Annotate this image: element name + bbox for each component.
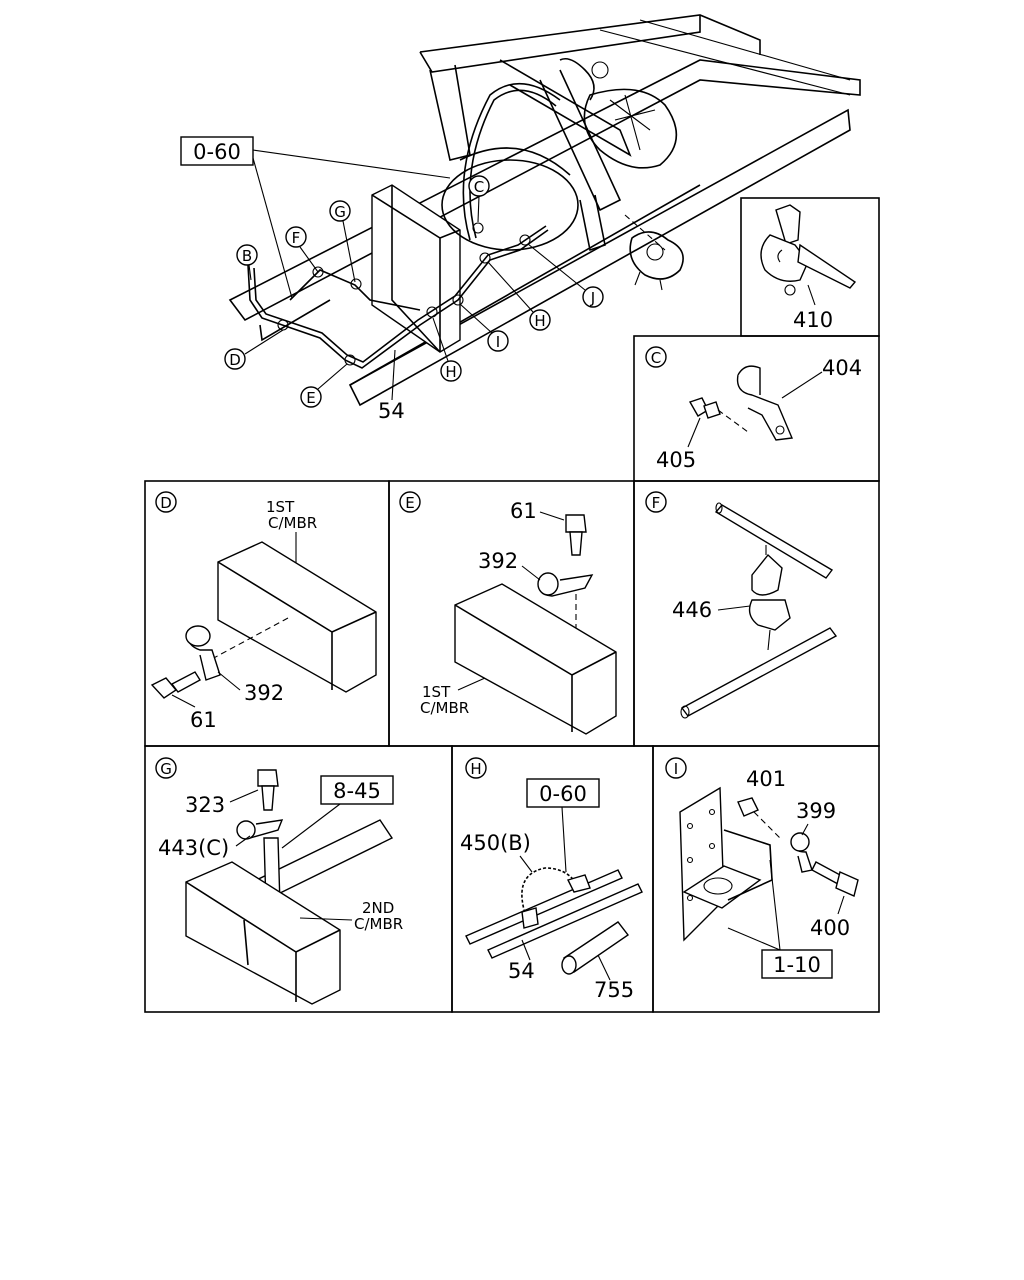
- part-label-61-e: 61: [510, 499, 537, 523]
- callout-i: I: [459, 303, 509, 352]
- ref-box-0-60: [180, 136, 254, 166]
- callout-d: D: [224, 329, 284, 370]
- main-chassis-view: 0-60 B F G C D E: [180, 14, 861, 423]
- member-label-cmbr-g: C/MBR: [354, 915, 403, 933]
- member-label-2nd-g: 2ND: [362, 899, 394, 917]
- part-label-399: 399: [796, 799, 836, 823]
- callout-f: F: [285, 226, 319, 273]
- part-label-392-e: 392: [478, 549, 518, 573]
- part-label-446: 446: [672, 598, 712, 622]
- callout-e: E: [300, 363, 348, 408]
- panel-h: H 0-60 450(B) 54 755: [451, 745, 654, 1013]
- svg-text:D: D: [229, 351, 241, 369]
- svg-text:B: B: [242, 247, 252, 265]
- panel-d-letter: D: [160, 494, 172, 512]
- svg-text:J: J: [590, 289, 595, 307]
- part-label-404: 404: [822, 356, 862, 380]
- part-label-392-d: 392: [244, 681, 284, 705]
- panel-c-letter-circle: [645, 346, 667, 368]
- callout-c: C: [468, 175, 490, 223]
- member-label-1st-e: 1ST: [422, 683, 451, 701]
- callout-h-upper: H: [487, 261, 551, 331]
- callout-g: G: [329, 200, 356, 283]
- panel-h-letter: H: [470, 760, 481, 778]
- part-label-755: 755: [594, 978, 634, 1002]
- svg-text:C: C: [474, 178, 484, 196]
- ref-label-8-45: 8-45: [333, 779, 381, 803]
- member-label-1st-d: 1ST: [266, 498, 295, 516]
- member-label-cmbr-e: C/MBR: [420, 699, 469, 717]
- svg-text:I: I: [496, 333, 500, 351]
- part-label-323: 323: [185, 793, 225, 817]
- part-label-61-d: 61: [190, 708, 217, 732]
- part-label-405: 405: [656, 448, 696, 472]
- panel-g-letter: G: [160, 760, 172, 778]
- part-label-401: 401: [746, 767, 786, 791]
- panel-c-letter: C: [651, 349, 661, 367]
- svg-text:F: F: [292, 229, 301, 247]
- ref-label-0-60: 0-60: [193, 140, 241, 164]
- svg-text:G: G: [334, 203, 346, 221]
- panel-410: 410: [740, 197, 880, 337]
- part-label-54: 54: [378, 399, 405, 423]
- panel-c: C 404 405: [633, 335, 880, 482]
- svg-text:H: H: [445, 363, 456, 381]
- svg-text:E: E: [306, 389, 315, 407]
- callout-h-lower: H: [432, 317, 462, 382]
- ref-label-0-60-h: 0-60: [539, 782, 587, 806]
- member-label-cmbr-d: C/MBR: [268, 514, 317, 532]
- callout-j: J: [527, 243, 604, 308]
- panel-d: D 1ST C/MBR 392 61: [144, 480, 390, 747]
- panel-e: E 61 392 1ST C/MBR: [388, 480, 635, 747]
- svg-text:H: H: [534, 312, 545, 330]
- panel-i-letter: I: [674, 760, 678, 778]
- ref-label-1-10: 1-10: [773, 953, 821, 977]
- panel-f-letter: F: [652, 494, 661, 512]
- panel-i: I 401 399 400 1-10: [652, 745, 880, 1013]
- panel-g: G 323 443(C) 8-45 2ND C/MBR: [144, 745, 453, 1013]
- panel-e-letter: E: [405, 494, 414, 512]
- callout-b: B: [236, 244, 258, 281]
- part-label-54-h: 54: [508, 959, 535, 983]
- part-label-410: 410: [793, 308, 833, 332]
- part-label-400: 400: [810, 916, 850, 940]
- panel-f: F 446: [633, 480, 880, 747]
- part-label-443c: 443(C): [158, 836, 229, 860]
- part-label-450b: 450(B): [460, 831, 531, 855]
